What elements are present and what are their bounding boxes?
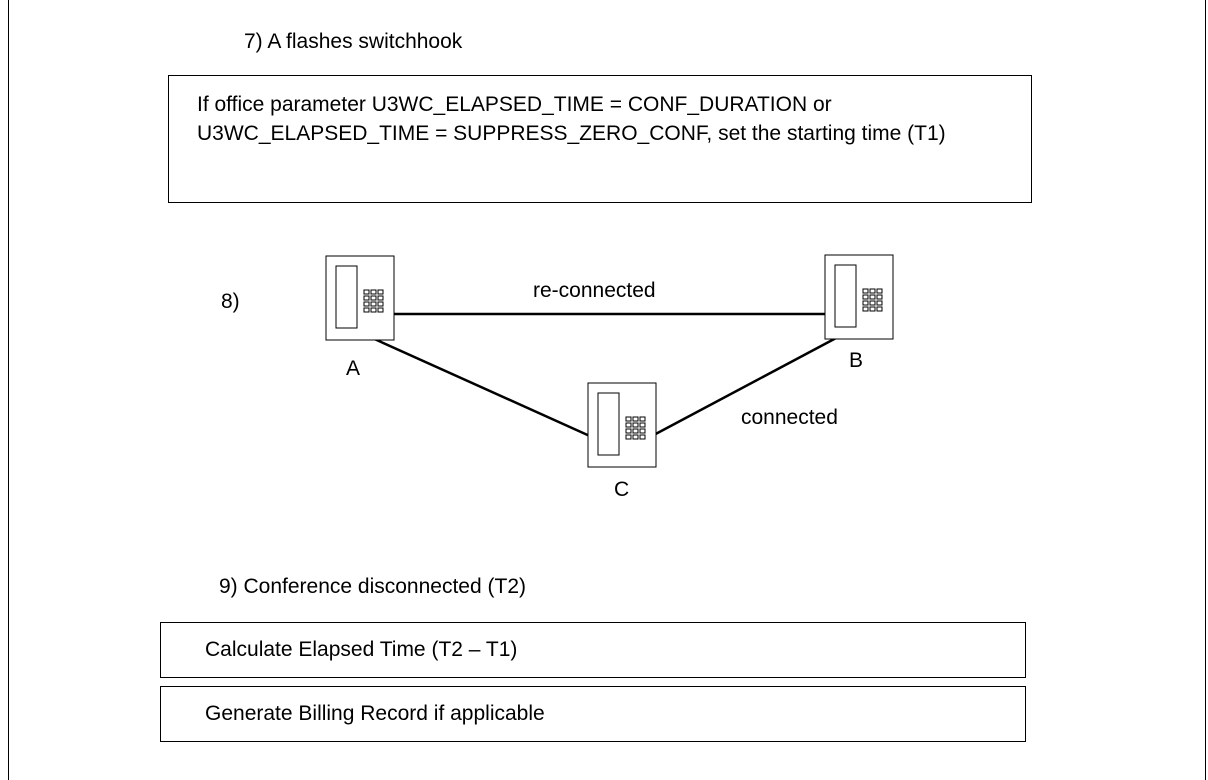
calculate-elapsed-time-text: Calculate Elapsed Time (T2 – T1) — [205, 638, 518, 661]
link-c-b-label: connected — [741, 406, 838, 429]
step-8-label: 8) — [221, 290, 240, 313]
step-9-label: 9) Conference disconnected (T2) — [219, 575, 526, 598]
phone-b-label: B — [849, 349, 864, 372]
phone-c-label: C — [614, 478, 630, 501]
phone-a-label: A — [346, 357, 361, 380]
generate-billing-record-box: Generate Billing Record if applicable — [160, 686, 1026, 742]
phone-icon — [824, 254, 894, 340]
link-c-b — [649, 335, 839, 439]
phone-icon — [325, 255, 395, 341]
step-7-label: 7) A flashes switchhook — [244, 30, 463, 53]
office-parameter-box: If office parameter U3WC_ELAPSED_TIME = … — [168, 75, 1032, 203]
phone-icon — [587, 382, 657, 468]
generate-billing-record-text: Generate Billing Record if applicable — [205, 702, 545, 725]
diagram-frame — [8, 0, 1206, 780]
link-a-c — [369, 335, 593, 439]
calculate-elapsed-time-box: Calculate Elapsed Time (T2 – T1) — [160, 622, 1026, 678]
office-parameter-text: If office parameter U3WC_ELAPSED_TIME = … — [197, 93, 946, 145]
link-a-b-label: re-connected — [533, 279, 656, 302]
